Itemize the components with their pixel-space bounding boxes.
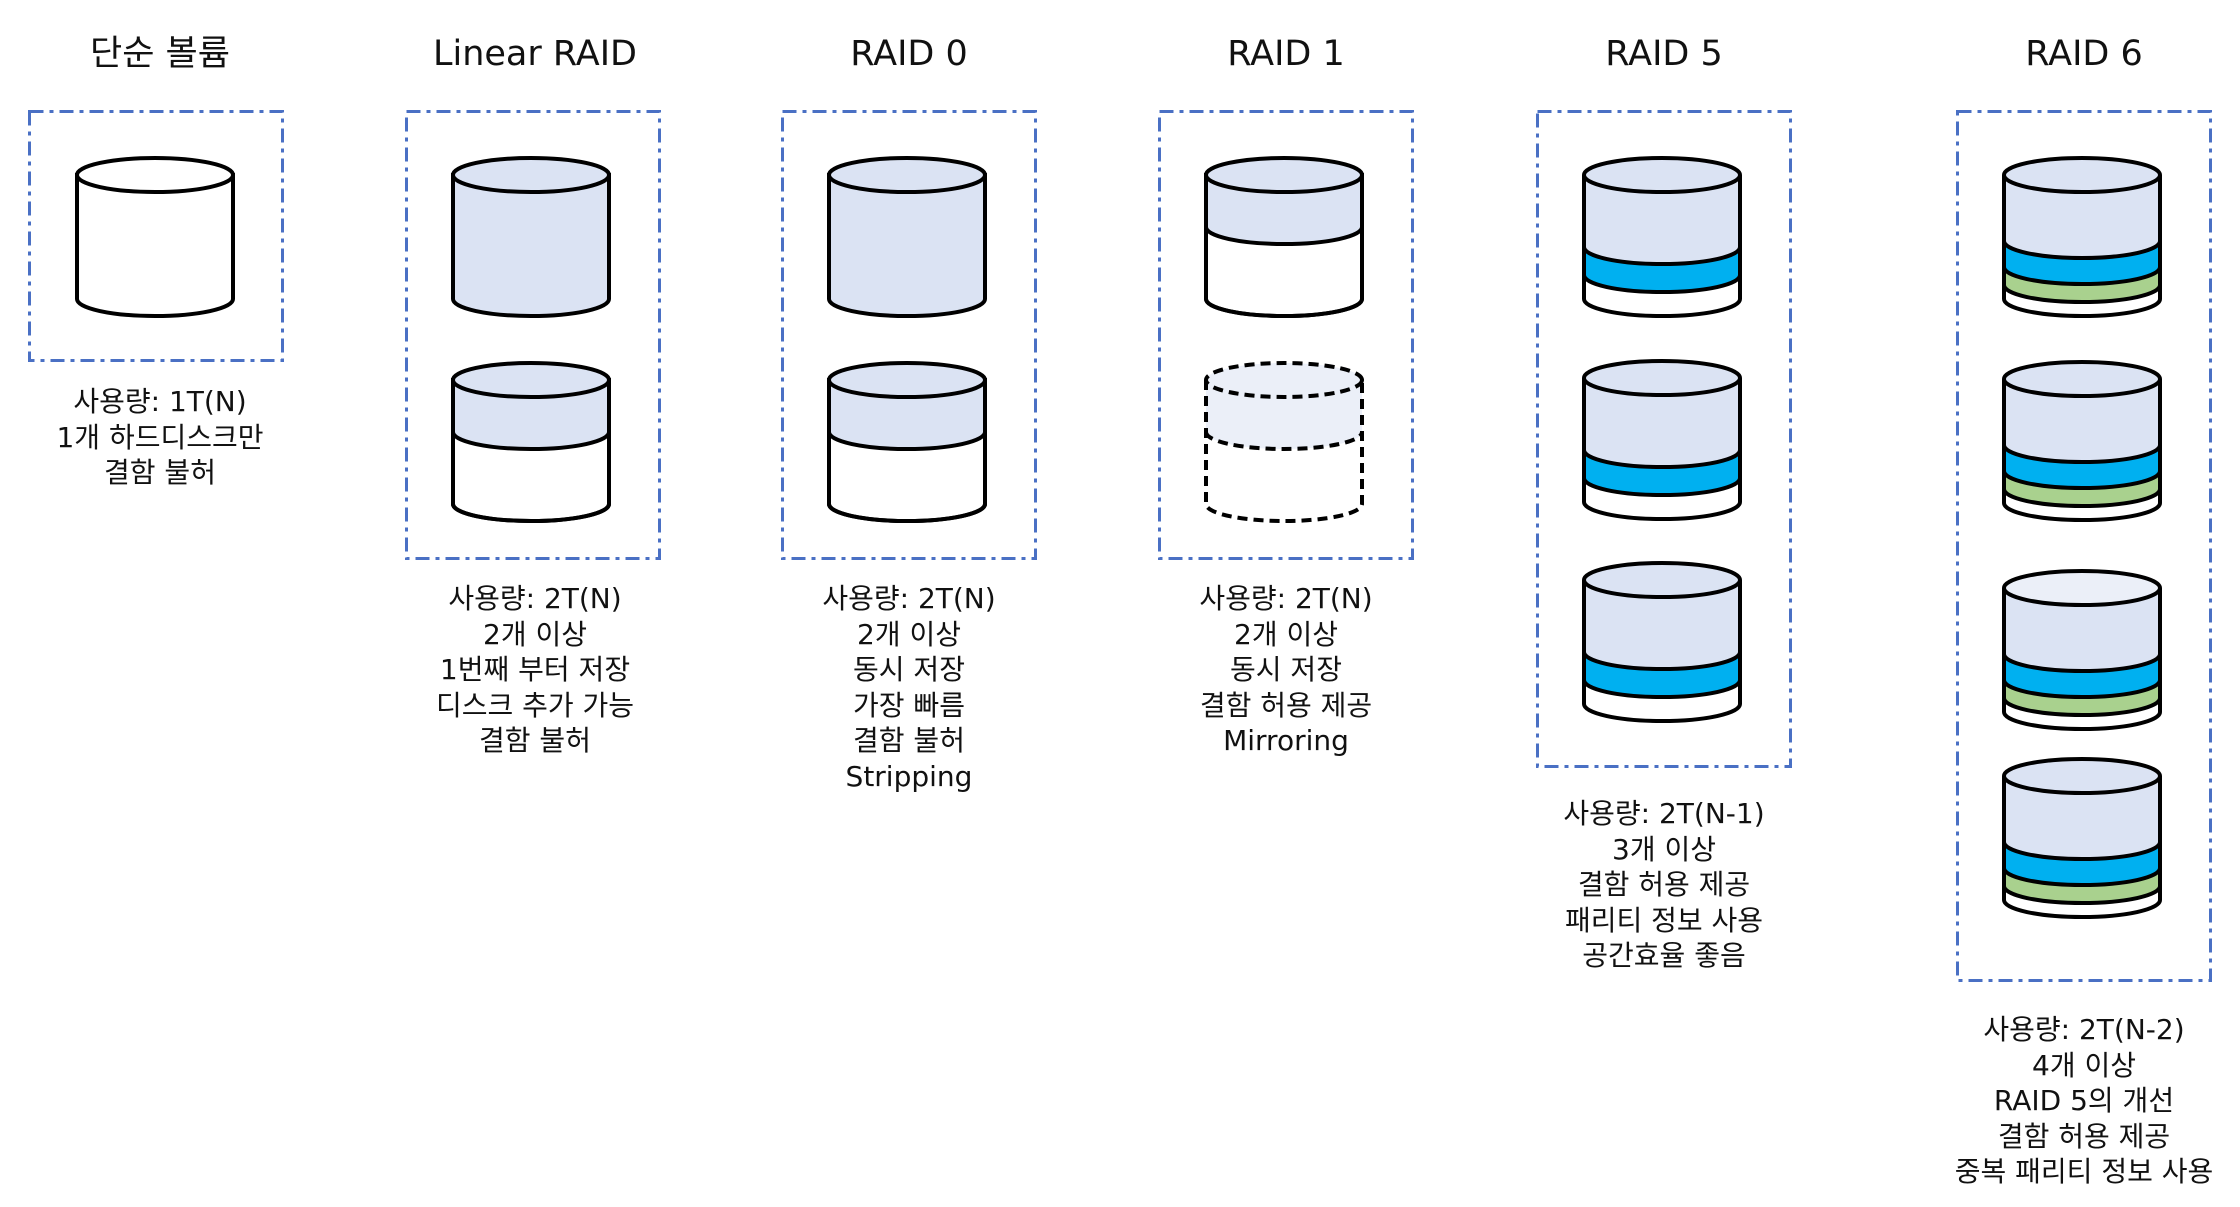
desc-line: 1번째 부터 저장	[439, 653, 631, 686]
description: 사용량: 1T(N) 1개 하드디스크만 결함 불허	[0, 384, 350, 491]
desc-line: 결함 허용 제공	[1199, 688, 1373, 722]
disk-group-frame	[1956, 110, 2212, 982]
description: 사용량: 2T(N-1) 3개 이상 결함 허용 제공 패리티 정보 사용 공간…	[1474, 796, 1854, 974]
disk-group-frame	[28, 110, 284, 362]
column-raid5: RAID 5	[1514, 0, 1814, 1207]
desc-line: 동시 저장	[853, 653, 965, 686]
desc-line: 동시 저장	[1230, 653, 1342, 686]
disk-group-frame	[1536, 110, 1792, 768]
disk-icon-full	[827, 156, 987, 318]
disk-icon-double-parity	[2002, 757, 2162, 919]
disk-group	[1204, 156, 1364, 523]
column-title: Linear RAID	[432, 34, 638, 74]
disk-icon-partial	[827, 361, 987, 523]
desc-line: 2개 이상	[483, 617, 587, 651]
disk-icon-parity	[1582, 156, 1742, 318]
desc-line: 4개 이상	[2032, 1048, 2136, 1082]
desc-line: Mirroring	[1223, 724, 1349, 757]
desc-line: 중복 패리티 정보 사용	[1954, 1155, 2214, 1188]
desc-line: 패리티 정보 사용	[1564, 903, 1764, 937]
disk-icon-parity	[1582, 359, 1742, 521]
description: 사용량: 2T(N) 2개 이상 동시 저장 결함 허용 제공 Mirrorin…	[1096, 581, 1476, 759]
desc-line: 2개 이상	[857, 617, 961, 651]
description: 사용량: 2T(N-2) 4개 이상 RAID 5의 개선 결함 허용 제공 중…	[1894, 1012, 2240, 1190]
desc-line: 결함 허용 제공	[1997, 1119, 2171, 1153]
description: 사용량: 2T(N) 2개 이상 동시 저장 가장 빠름 결함 불허 Strip…	[719, 581, 1099, 794]
desc-line: 2개 이상	[1234, 617, 1338, 651]
disk-icon-partial	[451, 361, 611, 523]
desc-line: 사용량: 1T(N)	[73, 385, 247, 418]
disk-icon-full	[451, 156, 611, 318]
disk-group-frame	[1158, 110, 1414, 560]
desc-line: 3개 이상	[1612, 832, 1716, 866]
description: 사용량: 2T(N) 2개 이상 1번째 부터 저장 디스크 추가 가능 결함 …	[345, 581, 725, 759]
disk-group	[1582, 156, 1742, 723]
column-simple-volume: 단순 볼륨 사용량: 1T(N) 1개 하드디스크만 결함 불허	[10, 0, 310, 1207]
disk-group	[827, 156, 987, 523]
desc-line: 1개 하드디스크만	[56, 420, 264, 454]
disk-group	[75, 156, 235, 318]
disk-icon	[75, 156, 235, 318]
column-raid6: RAID 6	[1934, 0, 2234, 1207]
desc-line: 결함 불허	[853, 724, 965, 757]
desc-line: 사용량: 2T(N)	[1199, 582, 1373, 615]
disk-group-frame	[781, 110, 1037, 560]
disk-icon-double-parity	[2002, 156, 2162, 318]
disk-icon-partial	[1204, 156, 1364, 318]
column-title: RAID 5	[1605, 34, 1723, 74]
desc-line: 디스크 추가 가능	[435, 688, 635, 722]
column-raid1: RAID 1 사용량: 2T(N) 2개 이상 동시 저장 결함 허용 제공 M…	[1136, 0, 1436, 1207]
disk-group	[451, 156, 611, 523]
column-title: 단순 볼륨	[90, 34, 230, 74]
desc-line: 결함 허용 제공	[1577, 868, 1751, 901]
disk-group-frame	[405, 110, 661, 560]
disk-icon-parity	[1582, 561, 1742, 723]
desc-line: 결함 불허	[104, 456, 216, 489]
desc-line: 사용량: 2T(N)	[448, 582, 622, 615]
desc-line: 공간효율 좋음	[1582, 939, 1746, 972]
disk-icon-double-parity	[2002, 360, 2162, 522]
desc-line: 사용량: 2T(N-1)	[1563, 797, 1765, 830]
column-raid0: RAID 0 사용량: 2T(N) 2개 이상 동시 저장 가장 빠름 결함 불…	[759, 0, 1059, 1207]
desc-line: 사용량: 2T(N-2)	[1983, 1013, 2185, 1046]
disk-icon-mirror	[1204, 361, 1364, 523]
desc-line: RAID 5의 개선	[1993, 1084, 2175, 1117]
desc-line: Stripping	[845, 759, 973, 793]
desc-line: 가장 빠름	[853, 688, 965, 722]
column-title: RAID 6	[2025, 34, 2143, 74]
disk-group	[2002, 156, 2162, 919]
column-linear-raid: Linear RAID 사용량: 2T(N) 2개 이상 1번째 부터 저장 디…	[385, 0, 685, 1207]
desc-line: 결함 불허	[479, 724, 591, 757]
desc-line: 사용량: 2T(N)	[822, 582, 996, 615]
disk-icon-double-parity	[2002, 569, 2162, 731]
column-title: RAID 1	[1227, 34, 1345, 74]
column-title: RAID 0	[850, 34, 968, 74]
